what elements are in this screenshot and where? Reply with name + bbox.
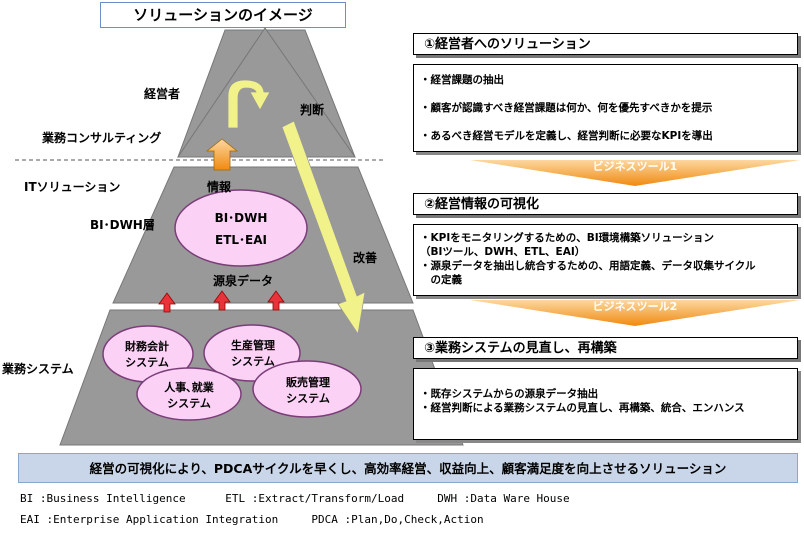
bi-ellipse-text: BI･DWH ETL･EAI bbox=[180, 207, 302, 251]
it-label: ITソリューション bbox=[24, 180, 121, 194]
judgment-label: 判断 bbox=[300, 103, 325, 117]
solution-2-item-2: （BIツール、DWH、ETL、EAI） bbox=[420, 246, 586, 258]
tool-1-label: ビジネスツール1 bbox=[592, 160, 678, 173]
bottom-banner: 経営の可視化により、PDCAサイクルを早くし、高効率経営、収益向上、顧客満足度を… bbox=[18, 453, 798, 483]
system-hr-line-2: システム bbox=[167, 397, 211, 410]
footnote-line-2: EAI :Enterprise Application Integration … bbox=[20, 513, 484, 526]
solution-3-item-1: ・既存システムからの源泉データ抽出 bbox=[420, 388, 599, 400]
solution-1-item-3: ・あるべき経営モデルを定義し、経営判断に必要なKPIを導出 bbox=[420, 130, 713, 142]
solution-1-body: ・経営課題の抽出 ・顧客が認識すべき経営課題は何か、何を優先すべきかを提示 ・あ… bbox=[413, 64, 798, 152]
solution-3-body: ・既存システムからの源泉データ抽出 ・経営判断による業務システムの見直し、再構築… bbox=[413, 368, 798, 440]
system-sales-line-1: 販売管理 bbox=[286, 376, 330, 389]
source-label: 源泉データ bbox=[213, 274, 274, 288]
system-finance-line-1: 財務会計 bbox=[125, 340, 169, 353]
system-production-line-1: 生産管理 bbox=[231, 339, 275, 352]
system-text-hr: 人事､就業 システム bbox=[140, 380, 238, 412]
system-hr-line-1: 人事､就業 bbox=[164, 381, 214, 394]
top-label: 経営者 bbox=[144, 87, 181, 101]
info-label: 情報 bbox=[207, 180, 232, 194]
consulting-label: 業務コンサルティング bbox=[42, 131, 162, 145]
bi-ellipse-line-2: ETL･EAI bbox=[215, 233, 267, 247]
tool-arrow-2-shape bbox=[470, 300, 800, 326]
system-text-sales: 販売管理 システム bbox=[258, 375, 358, 407]
solution-1-header: ①経営者へのソリューション bbox=[413, 33, 798, 55]
system-text-production: 生産管理 システム bbox=[208, 338, 298, 370]
solution-1-item-2: ・顧客が認識すべき経営課題は何か、何を優先すべきかを提示 bbox=[420, 102, 713, 114]
system-ellipse-hr bbox=[136, 367, 242, 421]
tool-arrow-1-shape bbox=[470, 160, 800, 186]
system-finance-line-2: システム bbox=[125, 356, 169, 369]
business-label: 業務システム bbox=[2, 362, 74, 376]
solution-1-item-1: ・経営課題の抽出 bbox=[420, 74, 504, 86]
orange-up-arrow bbox=[205, 138, 239, 171]
system-text-finance: 財務会計 システム bbox=[104, 339, 190, 371]
solution-2-item-3: ・源泉データを抽出し統合するための、用語定義、データ収集サイクル bbox=[420, 260, 756, 272]
solution-2-header: ②経営情報の可視化 bbox=[413, 193, 798, 215]
solution-2-body: ・KPIをモニタリングするための、BI環境構築ソリューション （BIツール、DW… bbox=[413, 224, 798, 296]
solution-2-item-1: ・KPIをモニタリングするための、BI環境構築ソリューション bbox=[420, 232, 714, 244]
system-sales-line-2: システム bbox=[286, 392, 330, 405]
improve-label: 改善 bbox=[353, 251, 378, 265]
yellow-uturn-arrow bbox=[227, 79, 271, 129]
system-production-line-2: システム bbox=[231, 355, 275, 368]
solution-3-header: ③業務システムの見直し、再構築 bbox=[413, 337, 798, 359]
solution-2-item-4: の定義 bbox=[420, 274, 462, 286]
solution-3-item-2: ・経営判断による業務システムの見直し、再構築、統合、エンハンス bbox=[420, 402, 745, 414]
red-arrow-3 bbox=[267, 290, 285, 311]
tool-2-label: ビジネスツール2 bbox=[592, 300, 678, 313]
yellow-diagonal-arrow bbox=[281, 120, 366, 336]
footnote-line-1: BI :Business Intelligence ETL :Extract/T… bbox=[20, 492, 570, 505]
bi-layer-label: BI･DWH層 bbox=[90, 218, 155, 232]
red-arrow-2 bbox=[213, 290, 231, 311]
bi-ellipse-line-1: BI･DWH bbox=[214, 211, 268, 225]
bi-ellipse bbox=[174, 189, 308, 267]
red-arrow-1 bbox=[158, 292, 176, 313]
page-title: ソリューションのイメージ bbox=[100, 2, 346, 28]
system-ellipse-sales bbox=[252, 360, 362, 418]
